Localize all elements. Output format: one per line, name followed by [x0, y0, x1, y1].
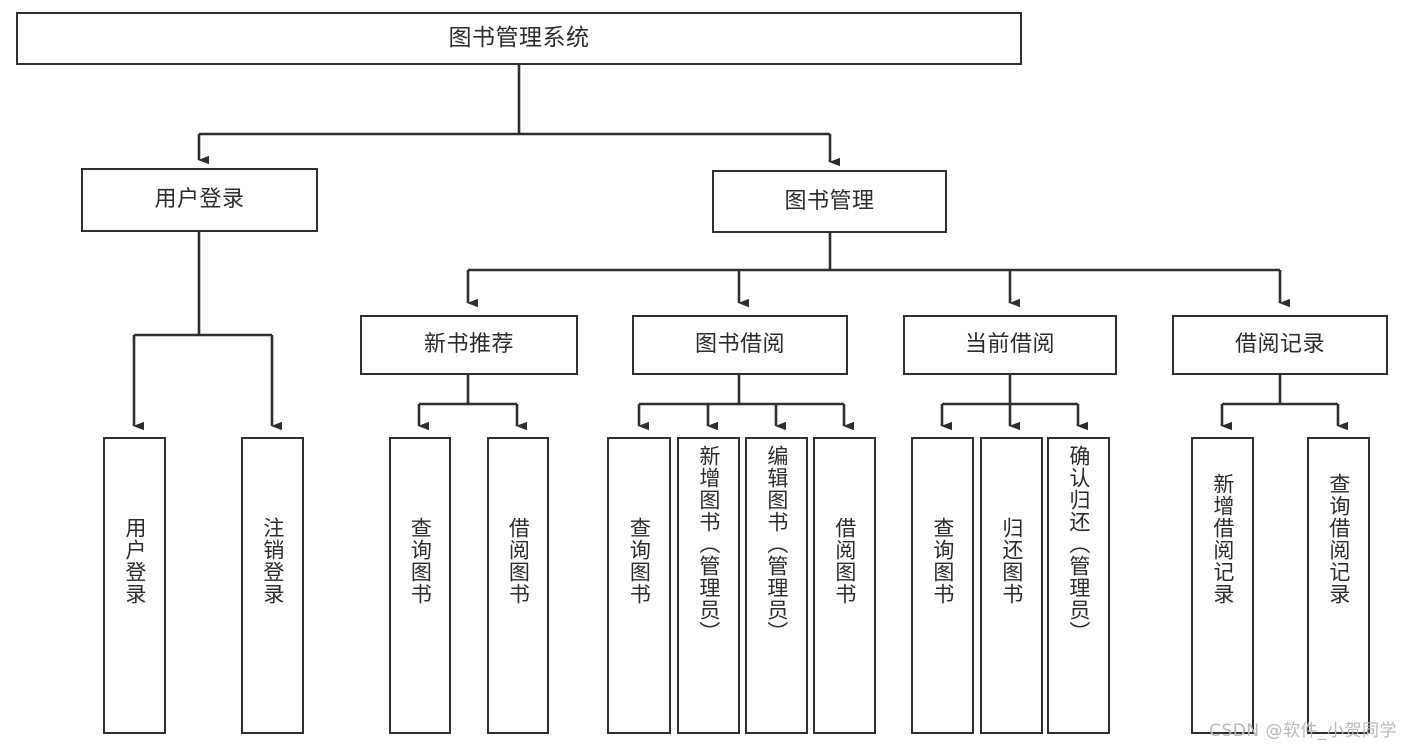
node-borrow-record[interactable]: 借阅记录 — [1172, 315, 1388, 375]
node-label: 借阅记录 — [1234, 332, 1325, 358]
leaf-query-book-borrow[interactable]: 查询图书 — [607, 437, 671, 734]
node-label: 用户登录 — [122, 517, 147, 605]
node-label: 当前借阅 — [964, 332, 1055, 358]
node-label: 查询图书 — [627, 517, 652, 605]
node-label: 借阅图书 — [506, 517, 531, 605]
wire-current-borrow-to-leaves — [940, 375, 1088, 431]
wire-new-book-recommend-to-leaves — [417, 375, 527, 431]
node-label: 借阅图书 — [832, 517, 857, 605]
leaf-edit-book[interactable]: 编辑图书（管理员） — [745, 437, 808, 734]
node-book-management[interactable]: 图书管理 — [712, 170, 947, 233]
node-label: 图书借阅 — [694, 332, 785, 358]
node-label: 归还图书 — [999, 517, 1024, 605]
wire-root-to-level2 — [197, 65, 840, 167]
wire-book-management-to-level3 — [466, 233, 1290, 308]
node-label: 确认归还（管理员） — [1066, 445, 1091, 643]
leaf-confirm-return[interactable]: 确认归还（管理员） — [1047, 437, 1110, 734]
node-label: 图书管理 — [784, 188, 875, 214]
node-label: 新增图书（管理员） — [696, 445, 721, 643]
node-label: 新增借阅记录 — [1210, 473, 1235, 605]
node-user-login[interactable]: 用户登录 — [81, 168, 318, 232]
leaf-user-login[interactable]: 用户登录 — [103, 437, 166, 734]
node-book-borrow[interactable]: 图书借阅 — [632, 315, 848, 375]
leaf-query-book-recommend[interactable]: 查询图书 — [389, 437, 451, 734]
node-new-book-recommend[interactable]: 新书推荐 — [360, 315, 578, 375]
leaf-query-book-current[interactable]: 查询图书 — [911, 437, 974, 734]
node-label: 新书推荐 — [423, 332, 514, 358]
node-label: 注销登录 — [260, 517, 285, 605]
wire-borrow-record-to-leaves — [1220, 375, 1348, 431]
node-label: 图书管理系统 — [448, 25, 590, 52]
leaf-query-borrow-record[interactable]: 查询借阅记录 — [1307, 437, 1370, 734]
leaf-borrow-book-borrow[interactable]: 借阅图书 — [813, 437, 876, 734]
node-label: 用户登录 — [154, 187, 245, 213]
leaf-return-book[interactable]: 归还图书 — [980, 437, 1043, 734]
leaf-add-borrow-record[interactable]: 新增借阅记录 — [1191, 437, 1254, 734]
wire-user-login-to-leaves — [132, 232, 282, 431]
node-root-book-management-system[interactable]: 图书管理系统 — [16, 12, 1022, 65]
leaf-borrow-book-recommend[interactable]: 借阅图书 — [487, 437, 549, 734]
node-label: 查询图书 — [930, 517, 955, 605]
wire-book-borrow-to-leaves — [637, 375, 854, 431]
node-label: 查询借阅记录 — [1326, 473, 1351, 605]
leaf-logout-login[interactable]: 注销登录 — [241, 437, 304, 734]
node-label: 编辑图书（管理员） — [764, 445, 789, 643]
node-label: 查询图书 — [408, 517, 433, 605]
node-current-borrow[interactable]: 当前借阅 — [903, 315, 1117, 375]
leaf-add-book[interactable]: 新增图书（管理员） — [677, 437, 740, 734]
